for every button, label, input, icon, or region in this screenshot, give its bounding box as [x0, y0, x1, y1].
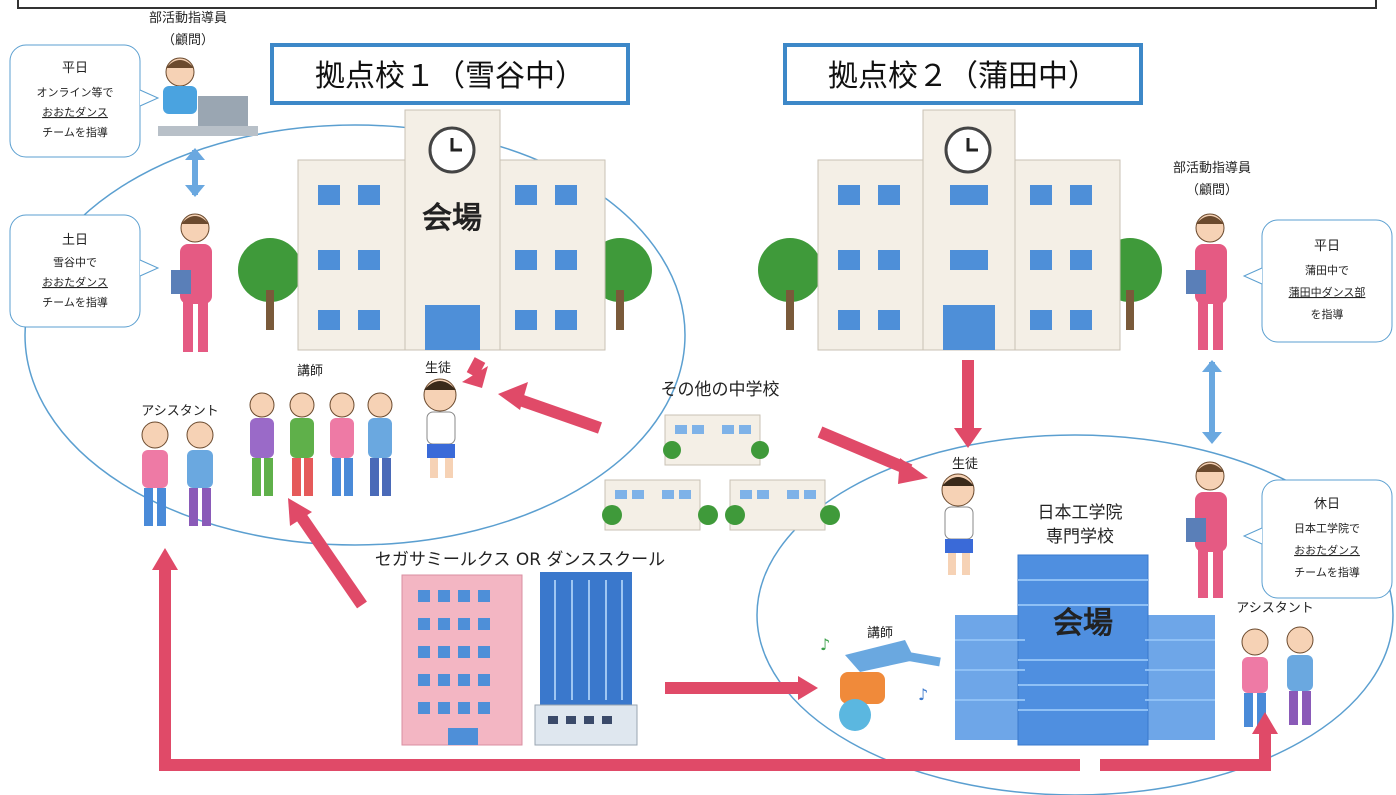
school-name-line1: 日本工学院 — [1038, 503, 1123, 523]
left-weekend-line2: 雪谷中で — [53, 256, 97, 269]
advisor-online-person — [158, 57, 258, 136]
left-advisor-sub: （顧問） — [162, 33, 214, 48]
arrow-loop-to-hub2 — [1100, 730, 1271, 771]
left-weekday-line3: おおたダンス — [42, 105, 108, 119]
left-weekend-line1: 土日 — [62, 233, 88, 248]
left-link-arrowheads — [185, 148, 205, 197]
left-weekend-line4: チームを指導 — [42, 295, 108, 309]
flow-arrowheads — [152, 366, 1278, 734]
hub1-title: 拠点校１（雪谷中） — [315, 59, 585, 94]
school-name-line2: 専門学校 — [1046, 527, 1114, 547]
left-student-label: 生徒 — [425, 361, 451, 376]
left-instructors — [249, 392, 393, 496]
hub2-title: 拠点校２（蒲田中） — [828, 59, 1098, 94]
left-weekday-bubble: 平日 オンライン等で おおたダンス チームを指導 — [9, 44, 160, 158]
left-instructor-label: 講師 — [297, 363, 323, 379]
right-advisor-sub: （顧問） — [1186, 183, 1238, 198]
arrow-other-to-hub1 — [518, 394, 602, 434]
left-weekend-line3: おおたダンス — [42, 275, 108, 289]
hub2-hall-label: 会場 — [1053, 606, 1113, 641]
left-weekday-line2: オンライン等で — [37, 85, 114, 99]
left-weekday-line1: 平日 — [62, 61, 88, 76]
music-note-icon-2: ♪ — [918, 685, 928, 704]
hub2-title-box: 拠点校２（蒲田中） — [783, 43, 1143, 105]
left-coach-person — [171, 213, 212, 352]
music-note-icon: ♪ — [820, 635, 830, 654]
right-holiday-line1: 休日 — [1314, 497, 1340, 512]
arrow-provider-to-hub1 — [295, 511, 367, 609]
right-student — [941, 473, 975, 575]
right-holiday-line2: 日本工学院で — [1294, 521, 1360, 535]
right-assistant-label: アシスタント — [1236, 601, 1313, 616]
hub2-school-building — [758, 109, 1162, 351]
hub1-ellipse — [24, 124, 686, 546]
right-student-label: 生徒 — [952, 457, 978, 472]
hub1-school-building: 会場 — [238, 109, 652, 351]
left-weekend-bubble: 土日 雪谷中で おおたダンス チームを指導 — [9, 214, 160, 328]
left-weekday-line4: チームを指導 — [42, 125, 108, 139]
right-weekday-bubble: 平日 蒲田中で 蒲田中ダンス部 を指導 — [1242, 219, 1393, 343]
other-schools-cluster — [602, 414, 840, 531]
arrow-other-to-hub2 — [817, 426, 913, 476]
right-holiday-line4: チームを指導 — [1294, 565, 1360, 579]
right-weekday-line2: 蒲田中で — [1305, 263, 1349, 277]
arrow-to-student1 — [466, 357, 486, 378]
provider-buildings — [401, 572, 638, 746]
right-assistants — [1241, 626, 1314, 727]
hub2-ellipse — [756, 434, 1394, 795]
right-advisor-label: 部活動指導員 — [1173, 161, 1251, 176]
left-advisor-label: 部活動指導員 — [149, 11, 227, 26]
flow-arrows — [159, 357, 1271, 771]
right-instructor-label: 講師 — [867, 625, 893, 641]
right-holiday-coach — [1186, 461, 1227, 598]
provider-label: セガサミールクス OR ダンススクール — [375, 550, 665, 570]
right-weekday-line3: 蒲田中ダンス部 — [1289, 285, 1366, 299]
hub1-title-box: 拠点校１（雪谷中） — [270, 43, 630, 105]
other-schools-label: その他の中学校 — [661, 380, 780, 400]
left-assistants — [141, 421, 214, 526]
right-holiday-line3: おおたダンス — [1294, 543, 1360, 557]
right-weekday-line4: を指導 — [1311, 307, 1344, 321]
right-breakdancer: ♪ ♪ — [820, 635, 941, 731]
top-frame — [17, 0, 1377, 9]
right-holiday-bubble: 休日 日本工学院で おおたダンス チームを指導 — [1242, 479, 1393, 599]
hub1-hall-label: 会場 — [422, 201, 482, 236]
left-student — [423, 378, 457, 478]
right-coach-person — [1186, 213, 1227, 350]
left-assistant-label: アシスタント — [141, 404, 218, 419]
right-weekday-line1: 平日 — [1314, 239, 1340, 254]
arrow-loop-to-hub1 — [159, 565, 1080, 771]
nihon-kogakuin-building: 会場 — [955, 554, 1215, 746]
